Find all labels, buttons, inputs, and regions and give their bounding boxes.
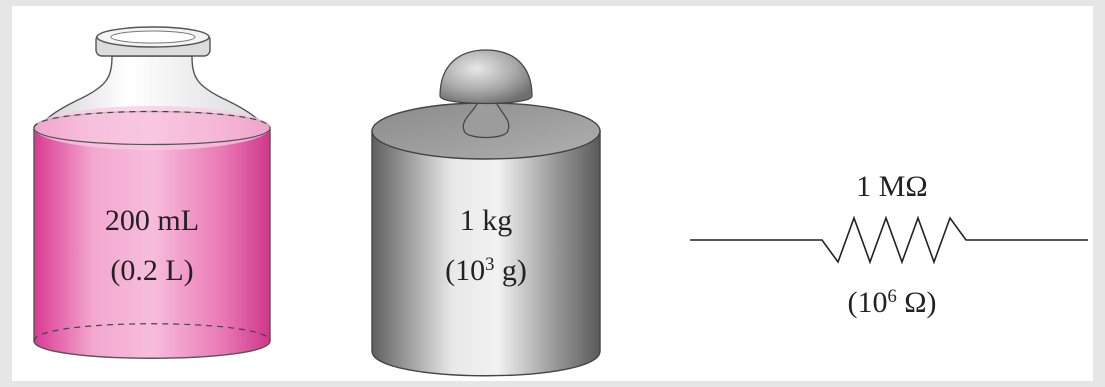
- weight-mass: 1 kg: [459, 204, 513, 237]
- resistor-ohms-label: (106 Ω): [792, 286, 992, 320]
- paren-open: (: [110, 254, 121, 287]
- resistor-ohms-prefix: (10: [847, 286, 888, 320]
- bottle: [33, 26, 271, 359]
- resistor-ohms-suffix: Ω): [896, 286, 937, 320]
- paren-close: ): [183, 254, 194, 287]
- bottle-volume-ml-label: 200 mL: [60, 206, 244, 236]
- bottle-bottom-dashed: [33, 323, 271, 342]
- liquid-surface-front: [33, 127, 271, 146]
- resistor-value: 1 MΩ: [856, 170, 928, 203]
- resistor-value-label: 1 MΩ: [792, 172, 992, 202]
- weight-mass-label: 1 kg: [396, 206, 576, 236]
- weight-grams-prefix: (10: [445, 254, 486, 288]
- bottle-mouth-inner: [110, 30, 196, 44]
- resistor-ohms-exponent: 6: [887, 286, 897, 307]
- weight-grams-label: (103 g): [396, 254, 576, 288]
- weight-body: [371, 130, 601, 377]
- weight-grams-exponent: 3: [485, 254, 495, 275]
- bottle-volume-l-label: (0.2 L): [60, 256, 244, 286]
- illustration: [33, 26, 1088, 377]
- liquid-surface: [34, 106, 270, 150]
- bottle-volume-ml: 200 mL: [104, 204, 200, 237]
- bottle-volume-l: 0.2 L: [120, 254, 184, 287]
- weight-knob-dome: [439, 49, 533, 105]
- weight: [371, 49, 601, 377]
- resistor-symbol: [690, 215, 1088, 265]
- weight-grams-suffix: g): [494, 254, 527, 288]
- resistor-wire: [690, 215, 1088, 265]
- figure-panel: 200 mL (0.2 L) 1 kg (103 g) 1 MΩ (106 Ω): [12, 6, 1093, 381]
- weight-knob-neck: [462, 101, 510, 139]
- liquid-surface-dashed-back: [33, 110, 271, 129]
